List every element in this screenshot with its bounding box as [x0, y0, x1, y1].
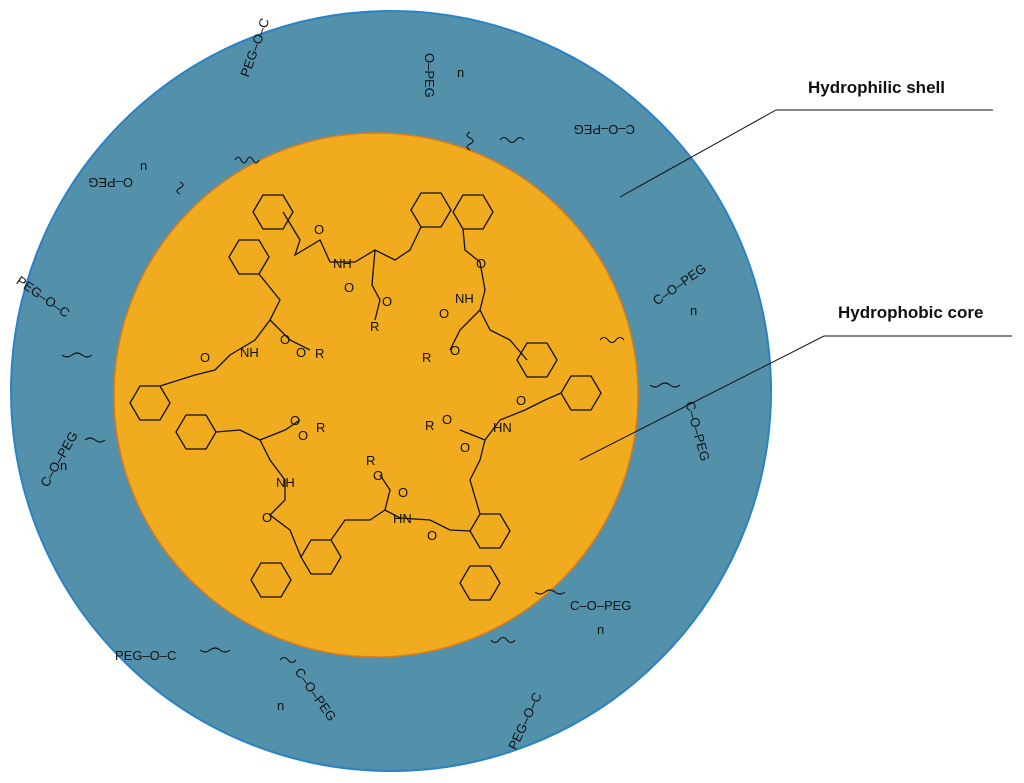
o-label: O	[460, 440, 470, 455]
c-o-peg-label: C–O–PEG	[570, 598, 631, 613]
o-label: O	[442, 412, 452, 427]
peg-arms	[61, 131, 681, 664]
r-label: R	[425, 418, 434, 433]
hydrophobic-core-label: Hydrophobic core	[838, 303, 983, 322]
o-label: O	[262, 510, 272, 525]
nh-label: NH	[333, 256, 352, 271]
o-label: O	[314, 222, 324, 237]
nh-label: NH	[455, 291, 474, 306]
peg-o-c-label: PEG–O–C	[115, 648, 176, 663]
r-label: R	[422, 350, 431, 365]
o-label: O	[476, 256, 486, 271]
o-label: O	[344, 280, 354, 295]
o-label: O	[398, 485, 408, 500]
r-label: R	[370, 319, 379, 334]
n-label: n	[597, 622, 604, 637]
shell-leader-line	[619, 109, 993, 198]
hn-label: HN	[393, 511, 412, 526]
r-label: R	[315, 346, 324, 361]
r-label: R	[316, 420, 325, 435]
o-label: O	[296, 345, 306, 360]
o-label: O	[280, 332, 290, 347]
o-label: O	[516, 393, 526, 408]
hydrophilic-shell-label: Hydrophilic shell	[808, 78, 945, 97]
o-peg-label: O–PEG	[422, 53, 437, 98]
o-label: O	[200, 350, 210, 365]
n-label: n	[457, 65, 464, 80]
n-label: n	[140, 158, 147, 173]
r-label: R	[366, 453, 375, 468]
o-peg-label: O–PEG	[88, 175, 133, 190]
o-label: O	[439, 306, 449, 321]
n-label: n	[277, 698, 284, 713]
c-o-peg-label: C–O–PEG	[574, 122, 635, 137]
chain-bonds	[159, 211, 562, 558]
nh-label: NH	[276, 475, 295, 490]
o-label: O	[373, 468, 383, 483]
core-structure: NH R NH R NH R HN R NH R HN R O O O O O …	[129, 192, 602, 601]
hn-label: HN	[493, 420, 512, 435]
o-label: O	[450, 343, 460, 358]
o-label: O	[382, 294, 392, 309]
core-leader-line	[579, 335, 1012, 461]
hydrophobic-core	[113, 132, 639, 658]
n-label: n	[690, 303, 697, 318]
o-label: O	[290, 413, 300, 428]
o-label: O	[298, 428, 308, 443]
nh-label: NH	[240, 345, 259, 360]
n-label: n	[60, 458, 67, 473]
o-label: O	[427, 528, 437, 543]
